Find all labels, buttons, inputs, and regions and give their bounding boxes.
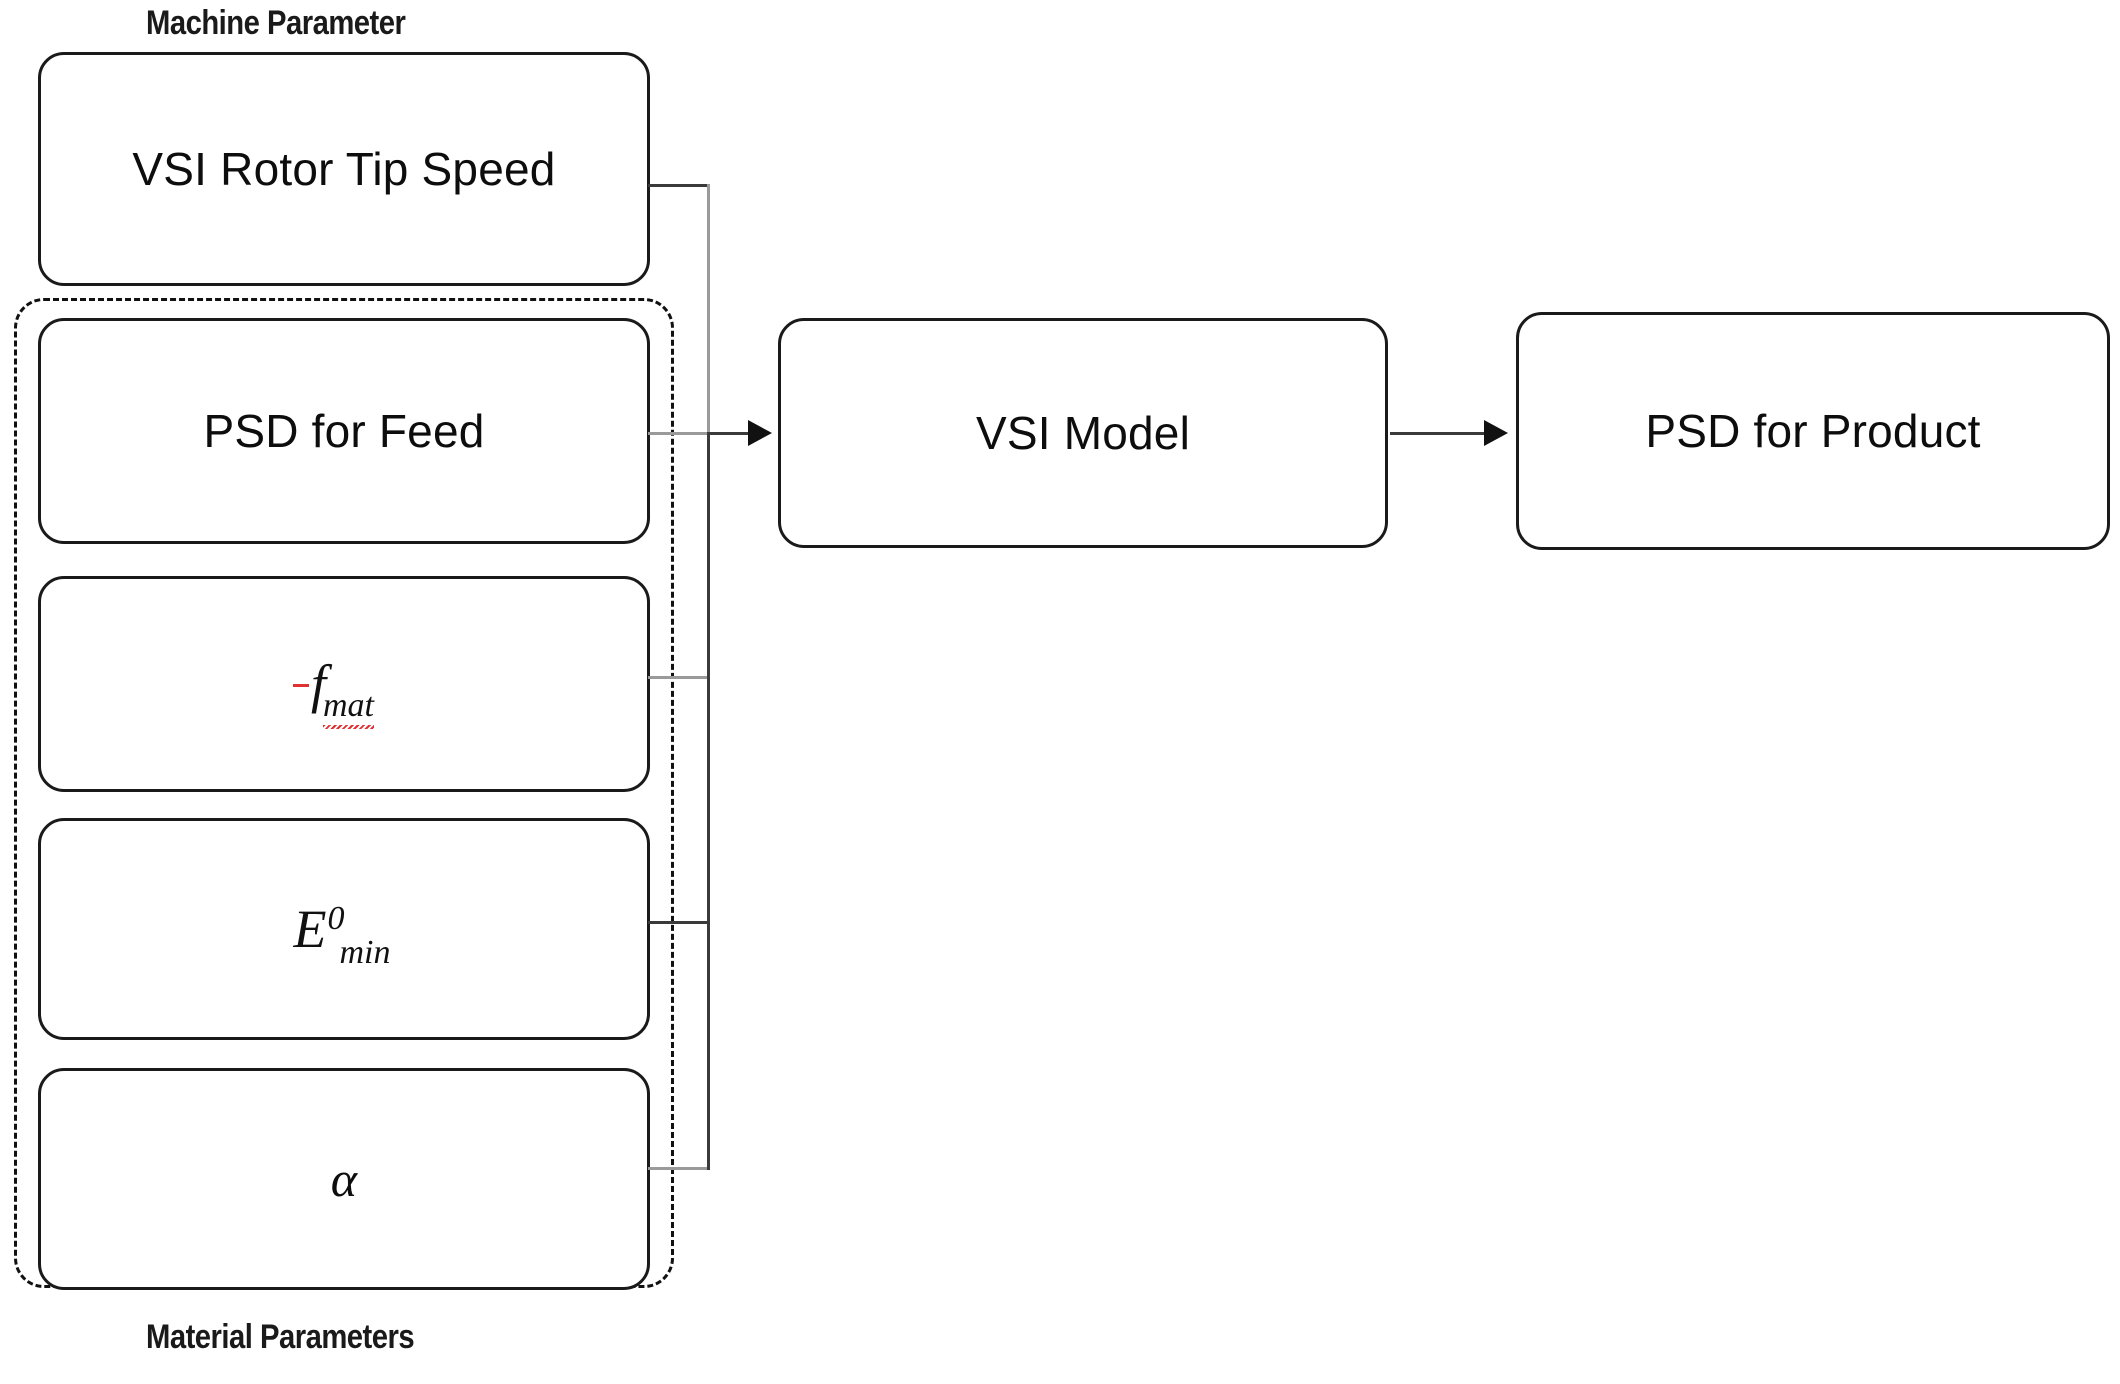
node-psd-for-product-text: PSD for Product — [1645, 404, 1981, 457]
node-vsi-model[interactable]: VSI Model — [778, 318, 1388, 548]
e-min-formula: E0min — [293, 898, 395, 971]
f-mat-subscript: mat — [323, 687, 374, 729]
node-alpha[interactable]: α — [38, 1068, 650, 1290]
spellcheck-marker-icon — [292, 684, 309, 687]
node-e-min[interactable]: E0min — [38, 818, 650, 1040]
e-min-superscript: 0 — [327, 900, 345, 937]
node-alpha-text: α — [330, 1150, 358, 1207]
machine-parameter-label: Machine Parameter — [146, 4, 406, 42]
node-psd-for-feed[interactable]: PSD for Feed — [38, 318, 650, 544]
connector-stub-rotor-tip-speed — [648, 184, 710, 187]
connector-stub-psd-for-feed — [648, 432, 710, 435]
connector-stub-f-mat — [648, 676, 710, 679]
node-vsi-rotor-tip-speed-text: VSI Rotor Tip Speed — [132, 142, 556, 195]
connector-stub-e-min — [648, 921, 710, 924]
connector-stub-alpha — [648, 1167, 710, 1170]
f-mat-base-symbol: f — [310, 654, 326, 714]
material-parameters-label: Material Parameters — [146, 1318, 415, 1356]
node-vsi-rotor-tip-speed[interactable]: VSI Rotor Tip Speed — [38, 52, 650, 286]
connector-line-to-psd-for-product — [1390, 432, 1488, 435]
node-vsi-model-text: VSI Model — [975, 406, 1190, 459]
connector-bus-upper — [707, 184, 710, 434]
arrow-head-to-vsi-model-icon — [748, 420, 772, 446]
e-min-subscript: min — [339, 934, 391, 971]
node-psd-for-product[interactable]: PSD for Product — [1516, 312, 2110, 550]
connector-line-to-vsi-model — [707, 432, 755, 435]
arrow-head-to-psd-for-product-icon — [1484, 420, 1508, 446]
connector-bus-lower — [707, 432, 710, 1170]
e-min-base-symbol: E — [293, 899, 327, 959]
f-mat-formula: fmat — [292, 653, 377, 729]
node-psd-for-feed-text: PSD for Feed — [203, 404, 485, 457]
node-f-mat[interactable]: fmat — [38, 576, 650, 792]
